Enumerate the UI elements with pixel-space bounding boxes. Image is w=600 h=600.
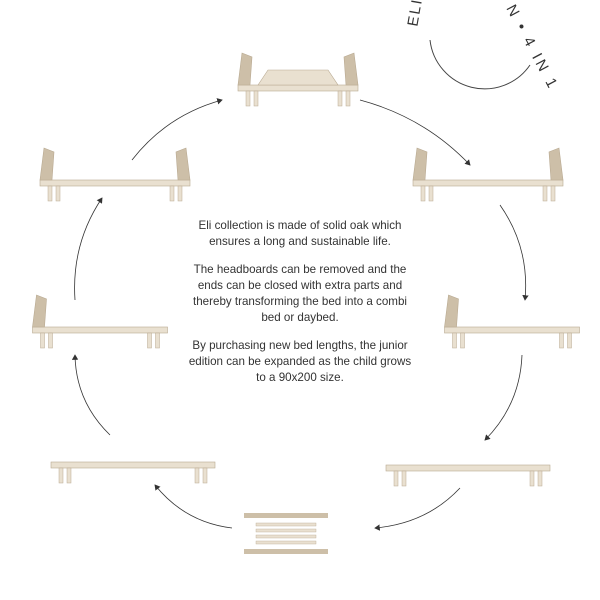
headboard <box>39 147 55 181</box>
bed-single-headboard-right <box>444 294 580 349</box>
bed-leg <box>460 332 465 349</box>
bed-bed-parts <box>244 513 328 554</box>
headboard <box>412 147 428 181</box>
bed-leg <box>420 185 426 202</box>
bed-slat <box>255 540 317 545</box>
cycle-arrow <box>74 197 103 301</box>
bed-daybed-right <box>412 147 564 202</box>
bed-slat <box>255 528 317 533</box>
bed-slat <box>255 522 317 527</box>
bed-leg <box>48 332 53 349</box>
bed-frame <box>237 84 359 92</box>
bed-leg <box>177 185 183 202</box>
bed-leg <box>253 90 259 107</box>
bed-frame <box>444 326 580 334</box>
bed-frame <box>39 179 191 187</box>
bed-part <box>244 513 328 518</box>
bed-frame <box>412 179 564 187</box>
bed-part <box>244 549 328 554</box>
bed-leg <box>529 470 535 487</box>
bed-leg <box>550 185 556 202</box>
bed-leg <box>345 90 351 107</box>
cycle-arrow <box>499 204 529 301</box>
cycle-arrow <box>131 98 223 161</box>
bed-leg <box>393 470 399 487</box>
cycle-arrow <box>71 354 111 436</box>
bed-leg <box>202 467 208 484</box>
logo-text-left: ELI <box>404 0 426 28</box>
bed-leg <box>337 90 343 107</box>
headboard <box>444 294 459 328</box>
bed-frame <box>50 461 216 469</box>
bed-leg <box>40 332 45 349</box>
bed-leg <box>401 470 407 487</box>
bed-leg <box>559 332 564 349</box>
back-piece <box>257 69 339 86</box>
cycle-arrow <box>154 484 233 529</box>
description-paragraph-1: Eli collection is made of solid oak whic… <box>198 219 402 248</box>
cycle-arrow <box>359 99 471 166</box>
headboard <box>343 52 359 86</box>
headboard <box>175 147 191 181</box>
cycle-arrows <box>71 98 529 531</box>
bed-daybed-left <box>39 147 191 202</box>
bed-leg <box>245 90 251 107</box>
headboard <box>32 294 47 328</box>
bed-slat <box>255 534 317 539</box>
logo-text-right: N • 4 IN 1 <box>502 2 561 93</box>
bed-single-headboard-left <box>32 294 168 349</box>
description-paragraph-2: The headboards can be removed and the en… <box>193 263 407 324</box>
bed-configurations <box>32 52 580 554</box>
bed-leg <box>58 467 64 484</box>
bed-leg <box>194 467 200 484</box>
bed-leg <box>47 185 53 202</box>
bed-frame <box>32 326 168 334</box>
bed-leg <box>147 332 152 349</box>
bed-leg <box>542 185 548 202</box>
headboard <box>237 52 253 86</box>
bed-plain-bed-right <box>385 464 551 487</box>
headboard <box>548 147 564 181</box>
description-paragraph-3: By purchasing new bed lengths, the junio… <box>188 339 412 384</box>
bed-leg <box>537 470 543 487</box>
bed-leg <box>428 185 434 202</box>
logo: ELI N • 4 IN 1 <box>404 0 561 93</box>
description: Eli collection is made of solid oak whic… <box>185 218 415 398</box>
bed-leg <box>567 332 572 349</box>
bed-leg <box>55 185 61 202</box>
bed-leg <box>452 332 457 349</box>
bed-plain-bed-left <box>50 461 216 484</box>
bed-leg <box>66 467 72 484</box>
bed-leg <box>169 185 175 202</box>
logo-arc <box>429 39 531 90</box>
bed-sofa-bed <box>237 52 359 107</box>
cycle-arrow <box>484 354 523 441</box>
bed-frame <box>385 464 551 472</box>
cycle-arrow <box>374 487 461 531</box>
bed-leg <box>155 332 160 349</box>
